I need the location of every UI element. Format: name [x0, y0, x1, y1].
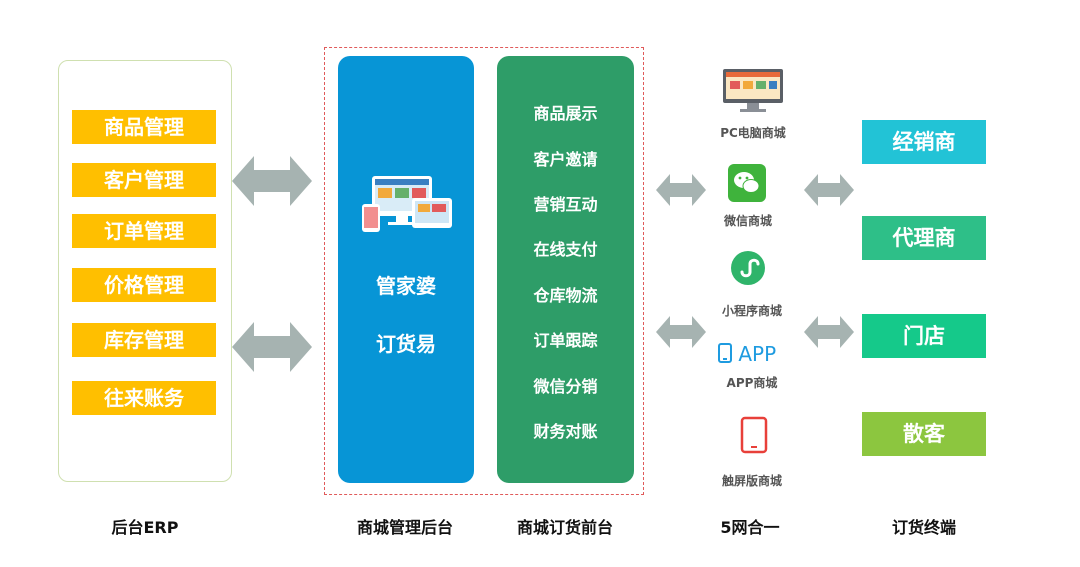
admin-line-1: 管家婆: [376, 274, 436, 298]
front-item: 在线支付: [533, 240, 598, 259]
column-label-front: 商城订货前台: [516, 518, 613, 537]
channel-label-touch: 触屏版商城: [721, 474, 782, 488]
admin-box: 管家婆 订货易: [338, 56, 474, 483]
channel-label-app: APP商城: [726, 376, 778, 390]
admin-line-2: 订货易: [376, 332, 436, 356]
front-item: 订单跟踪: [533, 331, 598, 350]
double-arrow-icon: [656, 174, 706, 206]
double-arrow-icon: [804, 174, 854, 206]
channel-label-mini-program: 小程序商城: [721, 304, 782, 318]
terminal-agent: 代理商: [862, 216, 986, 260]
front-item: 营销互动: [533, 195, 598, 214]
double-arrow-icon: [804, 316, 854, 348]
core-frame: [324, 47, 644, 495]
column-label-admin: 商城管理后台: [356, 518, 453, 537]
app-logo: APP: [718, 340, 788, 368]
front-item: 客户邀请: [533, 150, 598, 169]
column-label-terminals: 订货终端: [891, 518, 956, 537]
front-item: 财务对账: [533, 422, 598, 441]
erp-item-price: 价格管理: [72, 268, 216, 302]
front-item: 商品展示: [533, 104, 598, 123]
terminal-store: 门店: [862, 314, 986, 358]
double-arrow-icon: [232, 156, 312, 206]
column-label-channels: 5网合一: [720, 518, 780, 537]
tablet-icon: [740, 416, 768, 458]
column-label-erp: 后台ERP: [111, 518, 179, 537]
double-arrow-icon: [232, 322, 312, 372]
erp-item-customer: 客户管理: [72, 163, 216, 197]
mini-program-icon: [730, 250, 766, 290]
front-item: 微信分销: [533, 377, 598, 396]
channel-label-wechat: 微信商城: [723, 214, 772, 228]
erp-item-accounts: 往来账务: [72, 381, 216, 415]
devices-icon: [362, 176, 452, 238]
desktop-icon: [722, 68, 784, 118]
app-icon: [718, 342, 738, 366]
wechat-icon: [728, 164, 766, 206]
erp-item-order: 订单管理: [72, 214, 216, 248]
erp-item-product: 商品管理: [72, 110, 216, 144]
terminal-retail: 散客: [862, 412, 986, 456]
erp-item-inventory: 库存管理: [72, 323, 216, 357]
double-arrow-icon: [656, 316, 706, 348]
front-item: 仓库物流: [533, 286, 598, 305]
front-box: 商品展示 客户邀请 营销互动 在线支付 仓库物流 订单跟踪 微信分销 财务对账: [497, 56, 634, 483]
terminal-distributor: 经销商: [862, 120, 986, 164]
app-logo-text: APP: [738, 342, 777, 366]
channel-label-pc: PC电脑商城: [720, 126, 786, 140]
